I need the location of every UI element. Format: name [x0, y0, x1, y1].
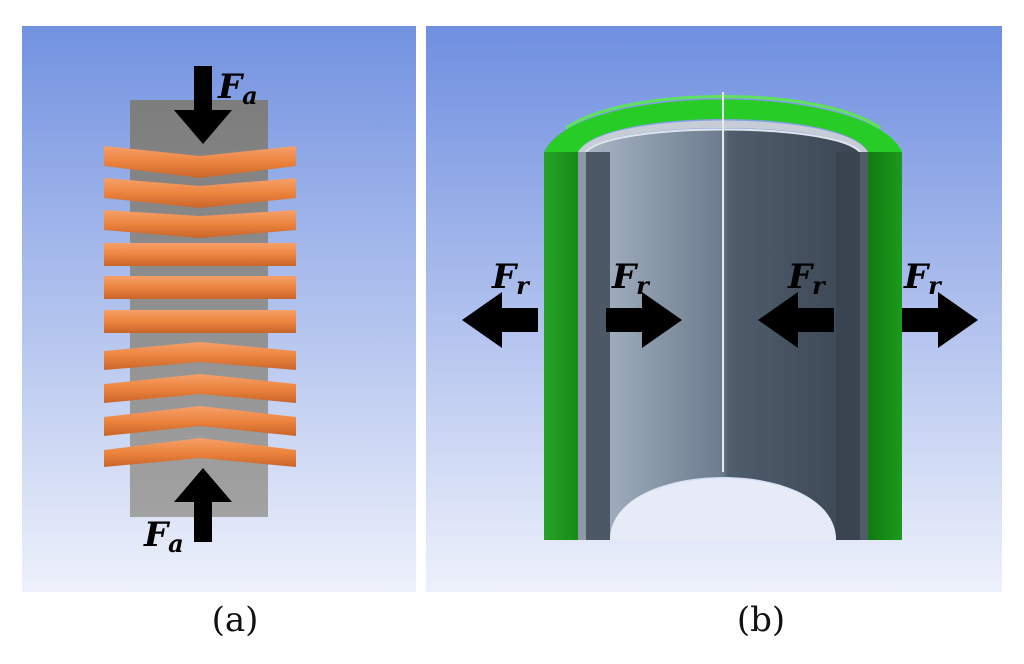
- disk-spring: [104, 146, 296, 178]
- force-label-inner-right: Fr: [787, 257, 827, 300]
- inner-cylinder: [585, 92, 861, 540]
- disk-spring: [104, 374, 296, 403]
- disk-spring-diagram: Fa Fa: [22, 26, 416, 592]
- caption-b: (b): [736, 600, 786, 640]
- panel-b: Fr Fr Fr Fr: [426, 26, 1002, 592]
- force-label-top: Fa: [217, 67, 258, 110]
- disk-spring: [104, 178, 296, 208]
- panel-a: Fa Fa: [22, 26, 416, 592]
- disk-spring: [104, 342, 296, 370]
- axial-force-arrow-bottom: [174, 468, 232, 542]
- force-label-outer-left: Fr: [491, 257, 531, 300]
- disk-spring: [104, 276, 296, 299]
- intermediate-layer: [578, 120, 868, 540]
- disk-spring-stack: [104, 146, 296, 467]
- radial-force-arrow-outer-right: [902, 292, 978, 348]
- radial-force-arrow-inner-right: [758, 292, 834, 348]
- disk-spring: [104, 243, 296, 266]
- axial-force-arrow-top: [174, 66, 232, 144]
- disk-spring: [104, 438, 296, 467]
- cylinder-diagram: Fr Fr Fr Fr: [426, 26, 1002, 592]
- force-label-bottom: Fa: [143, 515, 184, 558]
- force-label-outer-right: Fr: [903, 257, 943, 300]
- outer-shell: [544, 95, 902, 540]
- caption-a: (a): [211, 600, 259, 640]
- radial-force-arrow-inner-left: [606, 292, 682, 348]
- disk-spring: [104, 210, 296, 238]
- disk-spring: [104, 310, 296, 333]
- disk-spring: [104, 406, 296, 436]
- radial-force-arrow-outer-left: [462, 292, 538, 348]
- force-label-inner-left: Fr: [611, 257, 651, 300]
